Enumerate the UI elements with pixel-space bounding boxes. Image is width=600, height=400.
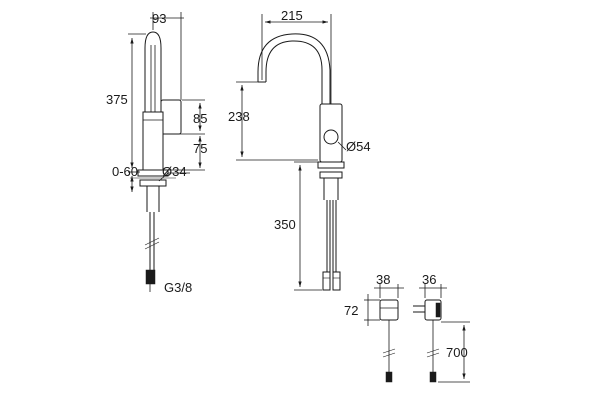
mixer-body: [142, 111, 164, 171]
front-deck-plate-lower: [319, 171, 343, 179]
dim-spout-reach: 215: [281, 8, 303, 23]
hose-connector: [145, 269, 156, 285]
label-connection-thread: G3/8: [164, 280, 192, 295]
control-box-a: [379, 299, 399, 321]
dim-body-diameter: Ø54: [346, 139, 371, 154]
dim-cable-length: 700: [446, 345, 468, 360]
cable-end-a: [385, 371, 393, 383]
dim-lever-base: 75: [193, 141, 207, 156]
dim-box-width-a: 38: [376, 272, 390, 287]
dim-shank-length: 350: [274, 217, 296, 232]
dim-box-width-b: 36: [422, 272, 436, 287]
dim-deck-thickness: 0-60: [112, 164, 138, 179]
dim-shank-diameter: Ø34: [162, 164, 187, 179]
lever: [160, 99, 182, 135]
front-view: 215 238 Ø54 350: [228, 8, 371, 291]
dim-lever-height: 85: [193, 111, 207, 126]
deck-plate-lower: [139, 179, 167, 187]
lever-hub: [323, 129, 339, 145]
control-boxes: 38 36 72 700: [344, 272, 470, 383]
cable-end-b: [429, 371, 437, 383]
dim-spout-offset: 93: [152, 11, 166, 26]
front-deck-plate-upper: [317, 161, 345, 169]
dim-spout-height: 238: [228, 109, 250, 124]
front-connector-left: [322, 271, 331, 291]
front-connector-right: [332, 271, 341, 291]
side-view: 93 375 85 75 0-60 Ø34 G3/8: [106, 11, 207, 295]
dim-total-height: 375: [106, 92, 128, 107]
dim-box-height: 72: [344, 303, 358, 318]
box-b-plug: [435, 302, 441, 318]
